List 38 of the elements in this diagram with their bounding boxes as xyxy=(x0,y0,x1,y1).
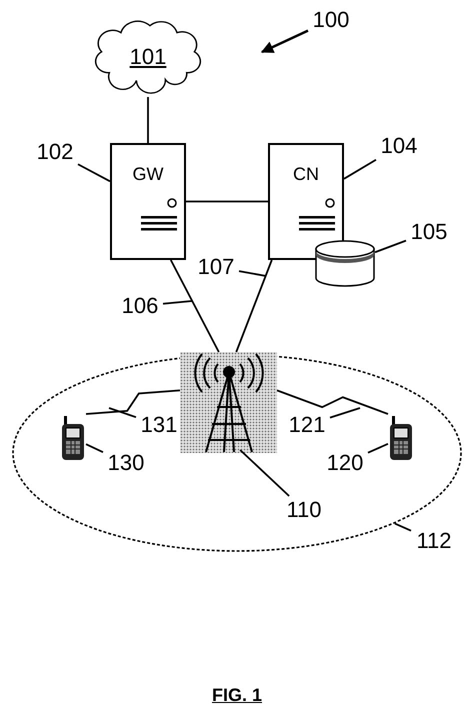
leader-line xyxy=(162,300,192,305)
callout-number: 131 xyxy=(140,414,178,436)
link-line xyxy=(147,97,149,143)
wireless-link xyxy=(86,389,180,415)
link-line xyxy=(170,260,220,352)
callout-number: 121 xyxy=(288,414,326,436)
callout-number: 100 xyxy=(312,9,350,31)
leader-line xyxy=(238,270,266,277)
callout-number: 106 xyxy=(122,295,158,317)
leader-line xyxy=(108,407,136,418)
leader-line xyxy=(368,442,388,454)
leader-line xyxy=(78,163,110,182)
callout-number: 102 xyxy=(36,141,74,163)
callout-number: 120 xyxy=(326,452,364,474)
server-box xyxy=(110,143,186,260)
arrow xyxy=(260,30,309,54)
link-line xyxy=(186,200,268,202)
figure-caption: FIG. 1 xyxy=(212,684,262,707)
callout-number: 105 xyxy=(410,221,448,243)
leader-line xyxy=(344,158,376,180)
leader-line xyxy=(374,240,406,254)
server-label: CN xyxy=(293,165,319,183)
callout-number: 104 xyxy=(380,135,418,157)
server-box xyxy=(268,143,344,260)
wireless-link xyxy=(276,390,388,415)
callout-number: 107 xyxy=(198,256,234,278)
reference-number: 101 xyxy=(130,46,166,68)
mobile-phone-icon xyxy=(60,414,86,462)
leader-line xyxy=(330,407,360,418)
callout-number: 130 xyxy=(108,452,144,474)
callout-number: 112 xyxy=(416,530,452,552)
link-line xyxy=(235,260,273,352)
leader-line xyxy=(394,522,412,532)
leader-line xyxy=(240,449,290,497)
mobile-phone-icon xyxy=(388,414,414,462)
server-label: GW xyxy=(132,165,164,183)
leader-line xyxy=(86,443,104,453)
callout-number: 110 xyxy=(286,499,322,521)
